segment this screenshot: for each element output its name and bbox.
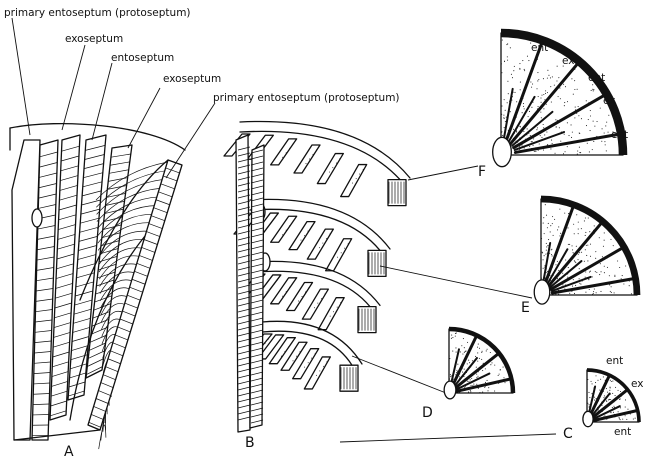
label-primary-entoseptum-top: primary entoseptum (protoseptum)	[4, 7, 191, 19]
label-primary-entoseptum-bottom: primary entoseptum (protoseptum)	[213, 92, 400, 104]
section-f-ent-3: ent	[611, 129, 628, 141]
panel-f-letter: F	[478, 164, 486, 180]
section-f-ex-2: ex	[603, 95, 616, 107]
section-c-ent-2: ent	[614, 426, 631, 438]
panel-c-letter: C	[563, 426, 573, 442]
section-f-ent-2: ent	[588, 72, 605, 84]
panel-b-letter: B	[245, 435, 255, 451]
panel-a-letter: A	[64, 444, 74, 459]
panel-d-letter: D	[422, 405, 433, 421]
section-c-ent-1: ent	[606, 355, 623, 367]
section-f-ex-1: ex	[562, 55, 575, 67]
section-f-ent-1: ent	[531, 42, 548, 54]
panel-e-letter: E	[521, 300, 530, 316]
section-c-ex: ex	[631, 378, 644, 390]
section-d-quadrant	[444, 329, 513, 399]
label-exoseptum-top: exoseptum	[65, 33, 123, 45]
panel-a-drawing	[10, 124, 185, 449]
label-entoseptum: entoseptum	[111, 52, 174, 64]
label-exoseptum-mid: exoseptum	[163, 73, 221, 85]
panel-b-drawing	[224, 121, 410, 432]
section-e-quadrant	[534, 199, 637, 304]
